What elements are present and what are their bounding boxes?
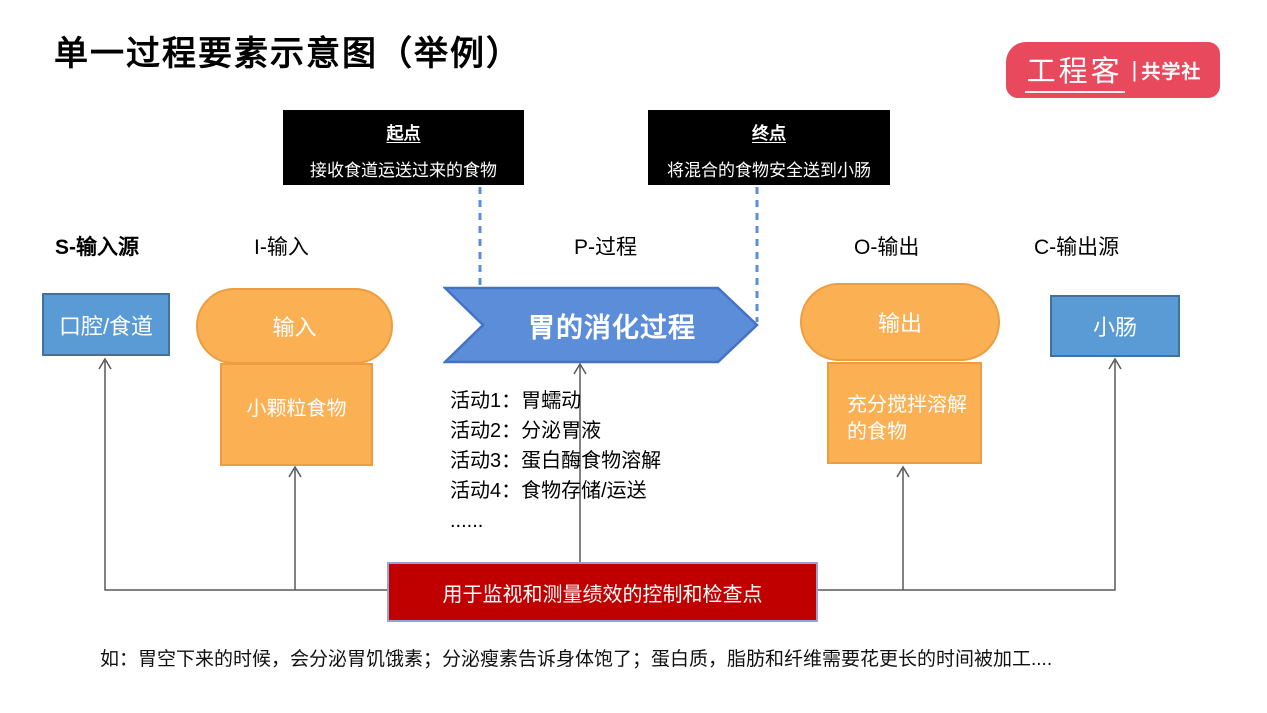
control-point-box: 用于监视和测量绩效的控制和检查点: [387, 562, 818, 622]
activity-line: 活动4：食物存储/运送: [450, 480, 647, 502]
start-point-box: 起点 接收食道运送过来的食物: [283, 110, 524, 185]
column-label-customer: C-输出源: [1034, 236, 1120, 259]
feedback-line-left: [104, 361, 387, 591]
arrowhead-output-item: [896, 465, 910, 478]
column-label-input: I-输入: [254, 236, 309, 259]
end-point-description: 将混合的食物安全送到小肠: [667, 161, 871, 180]
start-point-heading: 起点: [386, 124, 421, 143]
activity-line: 活动2：分泌胃液: [450, 420, 602, 442]
brand-badge: 工程客 | 共学社: [1006, 42, 1220, 98]
column-label-process: P-过程: [574, 236, 637, 259]
brand-name-primary: 工程客: [1024, 48, 1125, 93]
end-point-box: 终点 将混合的食物安全送到小肠: [648, 110, 890, 185]
customer-node: 小肠: [1050, 295, 1180, 357]
activity-line: 活动3：蛋白酶食物溶解: [450, 450, 662, 472]
brand-name-secondary: 共学社: [1141, 61, 1202, 83]
arrowhead-source: [98, 357, 112, 370]
process-arrow-label: 胃的消化过程: [528, 312, 696, 343]
arrowhead-process: [573, 362, 587, 375]
footnote-text: 如：胃空下来的时候，会分泌胃饥饿素；分泌瘦素告诉身体饱了；蛋白质，脂肪和纤维需要…: [100, 649, 1053, 670]
column-label-source: S-输入源: [55, 236, 139, 259]
slide-title: 单一过程要素示意图（举例）: [54, 35, 522, 73]
input-item-box: 小颗粒食物: [220, 363, 373, 466]
column-label-output: O-输出: [854, 236, 920, 259]
source-node: 口腔/食道: [42, 293, 170, 356]
end-point-heading: 终点: [752, 124, 786, 143]
output-item-box: 充分搅拌溶解的食物: [827, 362, 982, 464]
activity-line: ......: [450, 510, 484, 532]
activity-line: 活动1：胃蠕动: [450, 390, 582, 412]
brand-divider: |: [1131, 57, 1138, 82]
arrowhead-customer: [1108, 357, 1122, 370]
input-pill: 输入: [196, 288, 393, 364]
feedback-line-right: [818, 361, 1116, 591]
output-pill: 输出: [800, 283, 1000, 361]
process-arrow-shape: [443, 286, 759, 364]
start-point-description: 接收食道运送过来的食物: [310, 161, 497, 180]
arrowhead-input-item: [288, 465, 302, 478]
activities-list: 活动1：胃蠕动 活动2：分泌胃液 活动3：蛋白酶食物溶解 活动4：食物存储/运送…: [450, 386, 661, 536]
